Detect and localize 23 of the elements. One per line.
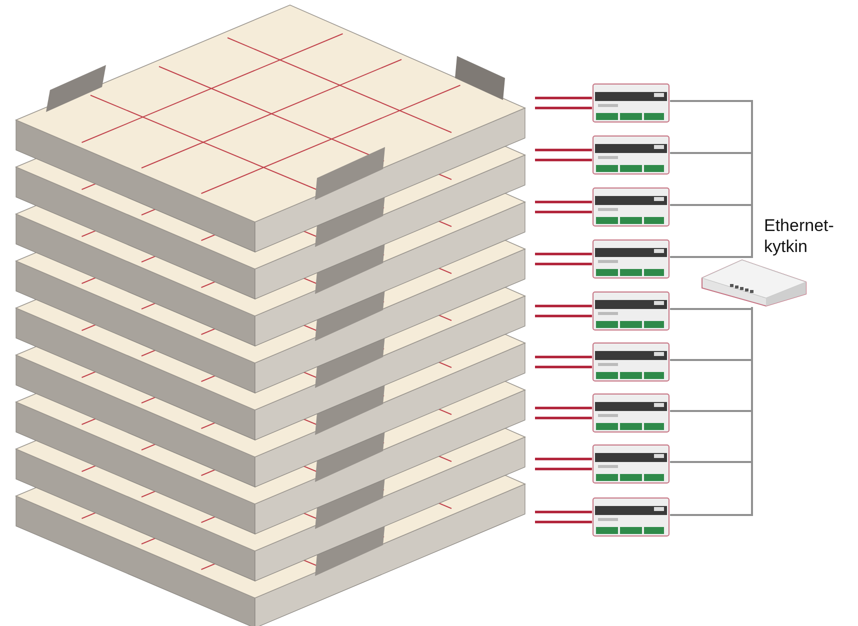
floor-wiring-cable xyxy=(535,458,592,460)
floor-wiring-cable xyxy=(535,210,592,214)
floor-wiring-cable xyxy=(535,96,592,100)
floor-wiring-cable xyxy=(535,314,592,318)
floor-wiring-cable xyxy=(535,262,592,266)
floor-wiring-cable xyxy=(535,158,592,162)
floor-wiring-cable xyxy=(535,510,592,514)
floor-wiring-cable xyxy=(535,106,592,110)
floor-wiring-cable xyxy=(535,416,592,420)
floor-wiring-cable xyxy=(535,304,592,308)
network-cable xyxy=(670,204,753,215)
network-cable xyxy=(670,215,753,258)
floor-wiring-cable xyxy=(535,252,592,256)
network-cable xyxy=(670,307,753,310)
network-cable xyxy=(670,307,753,516)
switch-label: Ethernet- kytkin xyxy=(764,215,835,257)
floor-wiring-cable xyxy=(535,148,592,152)
floor-wiring-cable xyxy=(535,520,592,524)
floor-wiring-cable xyxy=(535,366,592,368)
floor-wiring-cable xyxy=(535,356,592,358)
floor-wiring-cable xyxy=(535,406,592,410)
floor-wiring-cable xyxy=(535,200,592,204)
floor-wiring-cable xyxy=(535,468,592,470)
